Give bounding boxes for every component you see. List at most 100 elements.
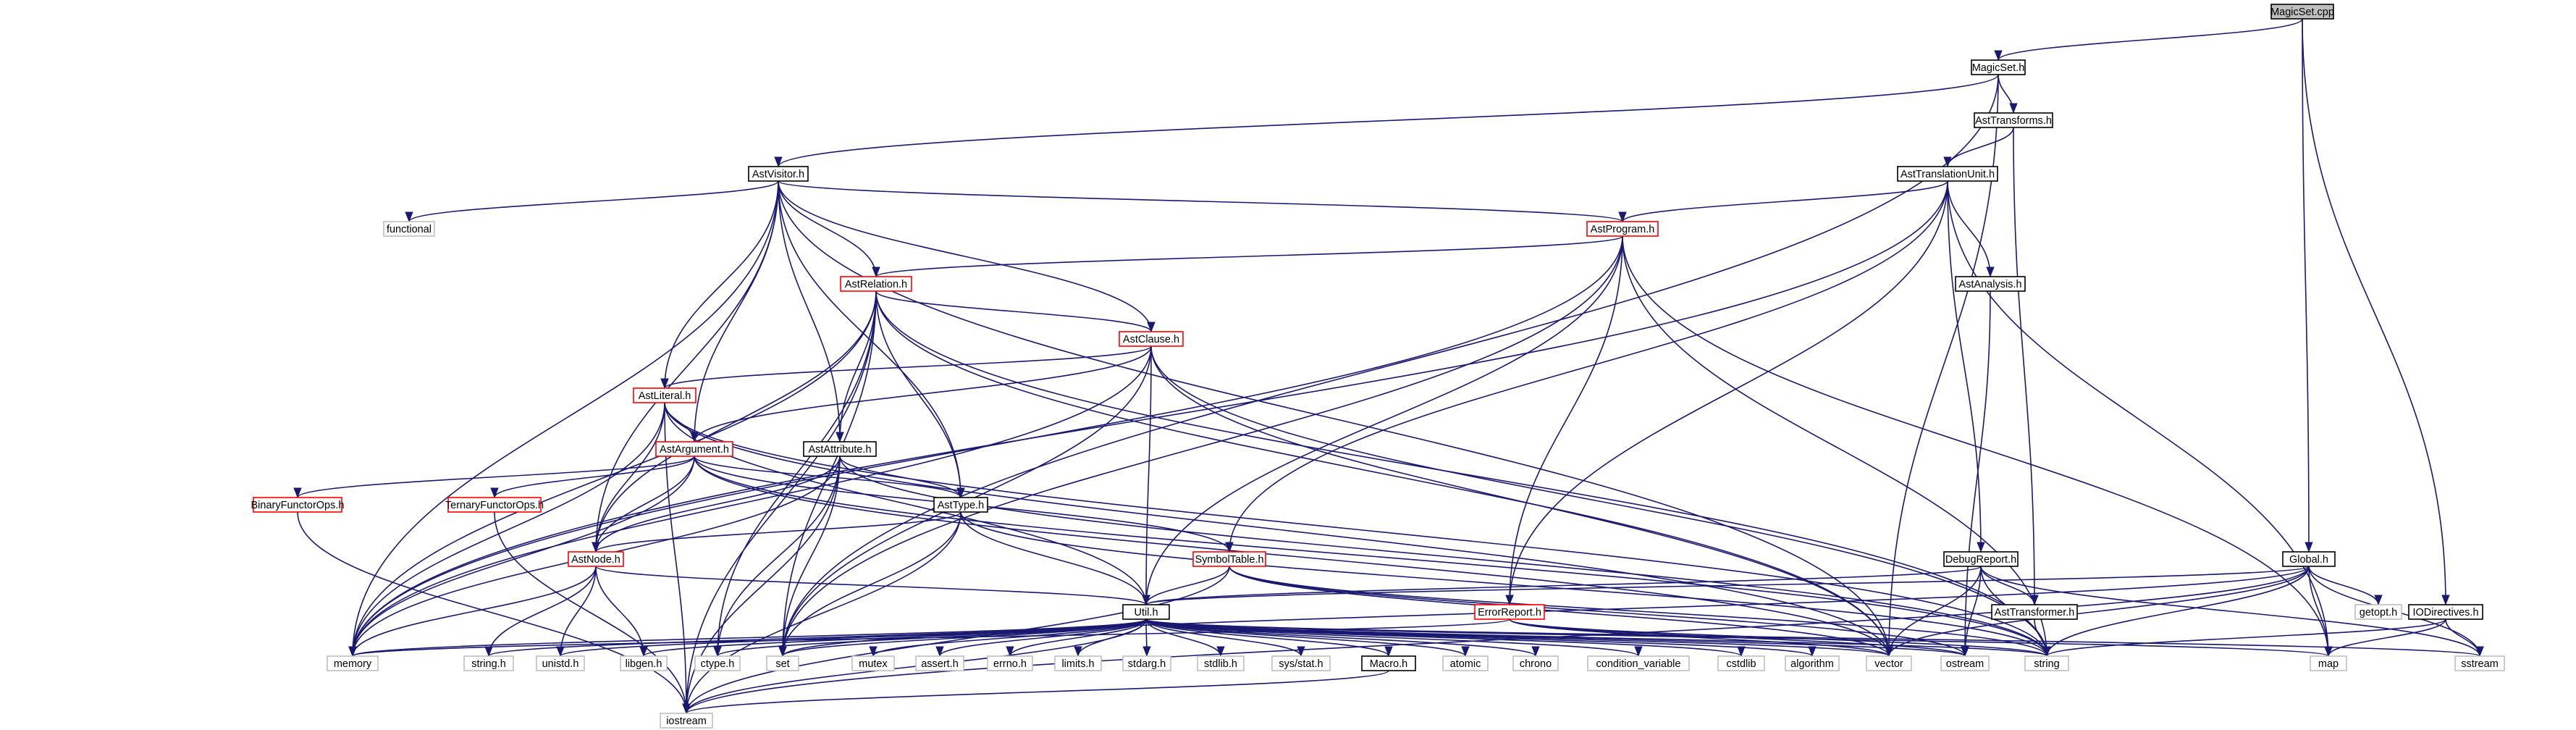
node-iodirectives-h[interactable]: IODirectives.h [2408,604,2483,620]
node-sys-stat-h[interactable]: sys/stat.h [1271,655,1331,671]
node-debugreport-h[interactable]: DebugReport.h [1943,551,2019,567]
edge-util_h-to-assert_h [935,618,1147,657]
node-box [2270,4,2334,20]
node-iostream[interactable]: iostream [660,713,713,729]
node-functional[interactable]: functional [383,221,435,237]
node-box [1971,59,2026,75]
node-cstdlib[interactable]: cstdlib [1717,655,1765,671]
edge-asttranslationunit_h-to-symboltable_h [1225,180,1948,553]
edge-iodirectives_h-to-string [2042,618,2446,657]
node-astclause-h[interactable]: AstClause.h [1119,331,1184,347]
edge-astargument_h-to-asttype_h [694,456,965,498]
edge-asttype_h-to-set [778,511,961,657]
edge-magicset_cpp-to-iodirectives_h [2302,18,2450,605]
node-astargument-h[interactable]: AstArgument.h [655,441,733,457]
node-atomic[interactable]: atomic [1442,655,1489,671]
node-box [253,497,342,513]
node-unistd-h[interactable]: unistd.h [536,655,585,671]
node-memory[interactable]: memory [327,655,379,671]
node-macro-h[interactable]: Macro.h [1361,655,1416,671]
edge-iodirectives_h-to-sstream [2445,618,2484,657]
node-limits-h[interactable]: limits.h [1054,655,1102,671]
node-box [463,655,514,671]
node-libgen-h[interactable]: libgen.h [620,655,668,671]
node-label: BinaryFunctorOps.h [251,500,345,511]
node-ternaryfunctorops-h[interactable]: TernaryFunctorOps.h [445,497,544,513]
node-label: errno.h [993,658,1027,670]
edge-util_h-to-memory [348,618,1147,657]
edge-util_h-to-macro_h [1145,618,1393,657]
node-astliteral-h[interactable]: AstLiteral.h [633,387,696,403]
node-astattribute-h[interactable]: AstAttribute.h [803,441,877,457]
node-box [536,655,585,671]
node-box [1474,604,1545,620]
node-map[interactable]: map [2310,655,2347,671]
node-box [694,655,741,671]
node-magicset-cpp[interactable]: MagicSet.cpp [2270,4,2334,20]
node-set[interactable]: set [766,655,799,671]
node-errno-h[interactable]: errno.h [987,655,1033,671]
node-label: ErrorReport.h [1478,607,1541,618]
node-vector[interactable]: vector [1866,655,1912,671]
node-label: cstdlib [1726,658,1756,670]
node-box [915,655,964,671]
edge-magicset_h-to-set [778,74,1999,657]
edge-astvisitor_h-to-astclause_h [778,180,1156,332]
node-astrelation-h[interactable]: AstRelation.h [840,276,912,292]
node-astnode-h[interactable]: AstNode.h [568,551,624,567]
node-box [1955,276,2026,292]
node-chrono[interactable]: chrono [1512,655,1559,671]
node-label: unistd.h [542,658,579,670]
node-astvisitor-h[interactable]: AstVisitor.h [748,166,809,182]
node-string-h[interactable]: string.h [463,655,514,671]
edge-util_h-to-ctype_h [713,618,1147,657]
node-binaryfunctorops-h[interactable]: BinaryFunctorOps.h [251,497,345,513]
node-errorreport-h[interactable]: ErrorReport.h [1474,604,1545,620]
edge-astnode_h-to-util_h [595,566,1150,605]
node-box [1897,166,1998,182]
node-symboltable-h[interactable]: SymbolTable.h [1192,551,1266,567]
node-astprogram-h[interactable]: AstProgram.h [1586,221,1659,237]
edge-debugreport_h-to-sstream [1980,566,2484,657]
node-condition-variable[interactable]: condition_variable [1587,655,1690,671]
node-box [851,655,895,671]
node-string[interactable]: string [2024,655,2069,671]
node-global-h[interactable]: Global.h [2282,551,2336,567]
node-ostream[interactable]: ostream [1940,655,1990,671]
node-astanalysis-h[interactable]: AstAnalysis.h [1955,276,2026,292]
node-box [766,655,799,671]
node-asttranslationunit-h[interactable]: AstTranslationUnit.h [1897,166,1998,182]
node-ctype-h[interactable]: ctype.h [694,655,741,671]
node-box [1122,604,1170,620]
node-label: TernaryFunctorOps.h [445,500,544,511]
edge-astargument_h-to-memory [348,456,695,657]
node-util-h[interactable]: Util.h [1122,604,1170,620]
edge-astprogram_h-to-map [1622,235,2333,657]
edge-global_h-to-getopt_h [2308,566,2383,605]
node-getopt-h[interactable]: getopt.h [2354,604,2402,620]
node-label: iostream [666,716,707,727]
node-box [1197,655,1245,671]
node-label: AstArgument.h [660,444,729,456]
node-algorithm[interactable]: algorithm [1785,655,1840,671]
edge-astclause_h-to-astargument_h [690,345,1152,442]
node-label: AstRelation.h [845,279,907,290]
node-asttype-h[interactable]: AstType.h [933,497,988,513]
node-box [383,221,435,237]
node-stdlib-h[interactable]: stdlib.h [1197,655,1245,671]
edge-macro_h-to-iostream [682,670,1389,714]
edge-debugreport_h-to-util_h [1142,566,1982,605]
edge-global_h-to-util_h [1142,566,2310,605]
edge-util_h-to-set [778,618,1147,657]
node-sstream[interactable]: sstream [2454,655,2505,671]
edge-astclause_h-to-memory [348,345,1152,657]
edge-symboltable_h-to-iostream [682,566,1230,714]
node-stdarg-h[interactable]: stdarg.h [1122,655,1171,671]
node-asttransformer-h[interactable]: AstTransformer.h [1991,604,2078,620]
node-assert-h[interactable]: assert.h [915,655,964,671]
node-magicset-h[interactable]: MagicSet.h [1971,59,2026,75]
node-mutex[interactable]: mutex [851,655,895,671]
node-label: limits.h [1061,658,1094,670]
node-asttransforms-h[interactable]: AstTransforms.h [1974,112,2053,128]
